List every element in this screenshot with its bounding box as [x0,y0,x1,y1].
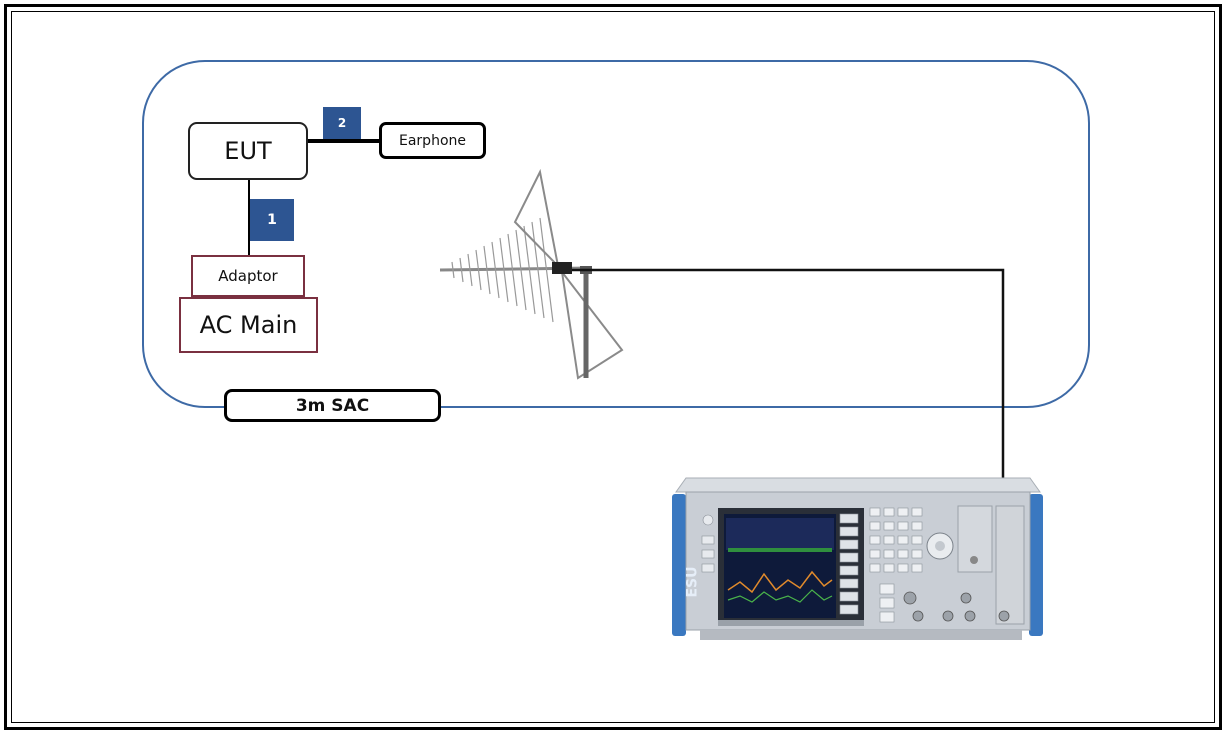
adaptor-label: Adaptor [218,267,278,285]
earphone-label: Earphone [399,132,466,149]
sac-label-box: 3m SAC [224,389,441,422]
adaptor-box: Adaptor [191,255,305,297]
cable-1-badge: 1 [250,199,294,241]
earphone-box: Earphone [379,122,486,159]
antenna-icon [439,168,624,380]
sac-enclosure [142,60,1090,408]
eut-label: EUT [224,137,272,165]
eut-box: EUT [188,122,308,180]
sac-label: 3m SAC [295,395,370,416]
receiver-brand-label: ESU [684,566,701,598]
emi-receiver-icon [672,477,1043,640]
ac-main-label: AC Main [199,311,298,339]
outer-frame [4,4,1222,730]
cable-2-badge: 2 [323,107,361,139]
ac-main-box: AC Main [179,297,318,353]
inner-frame [11,11,1215,723]
